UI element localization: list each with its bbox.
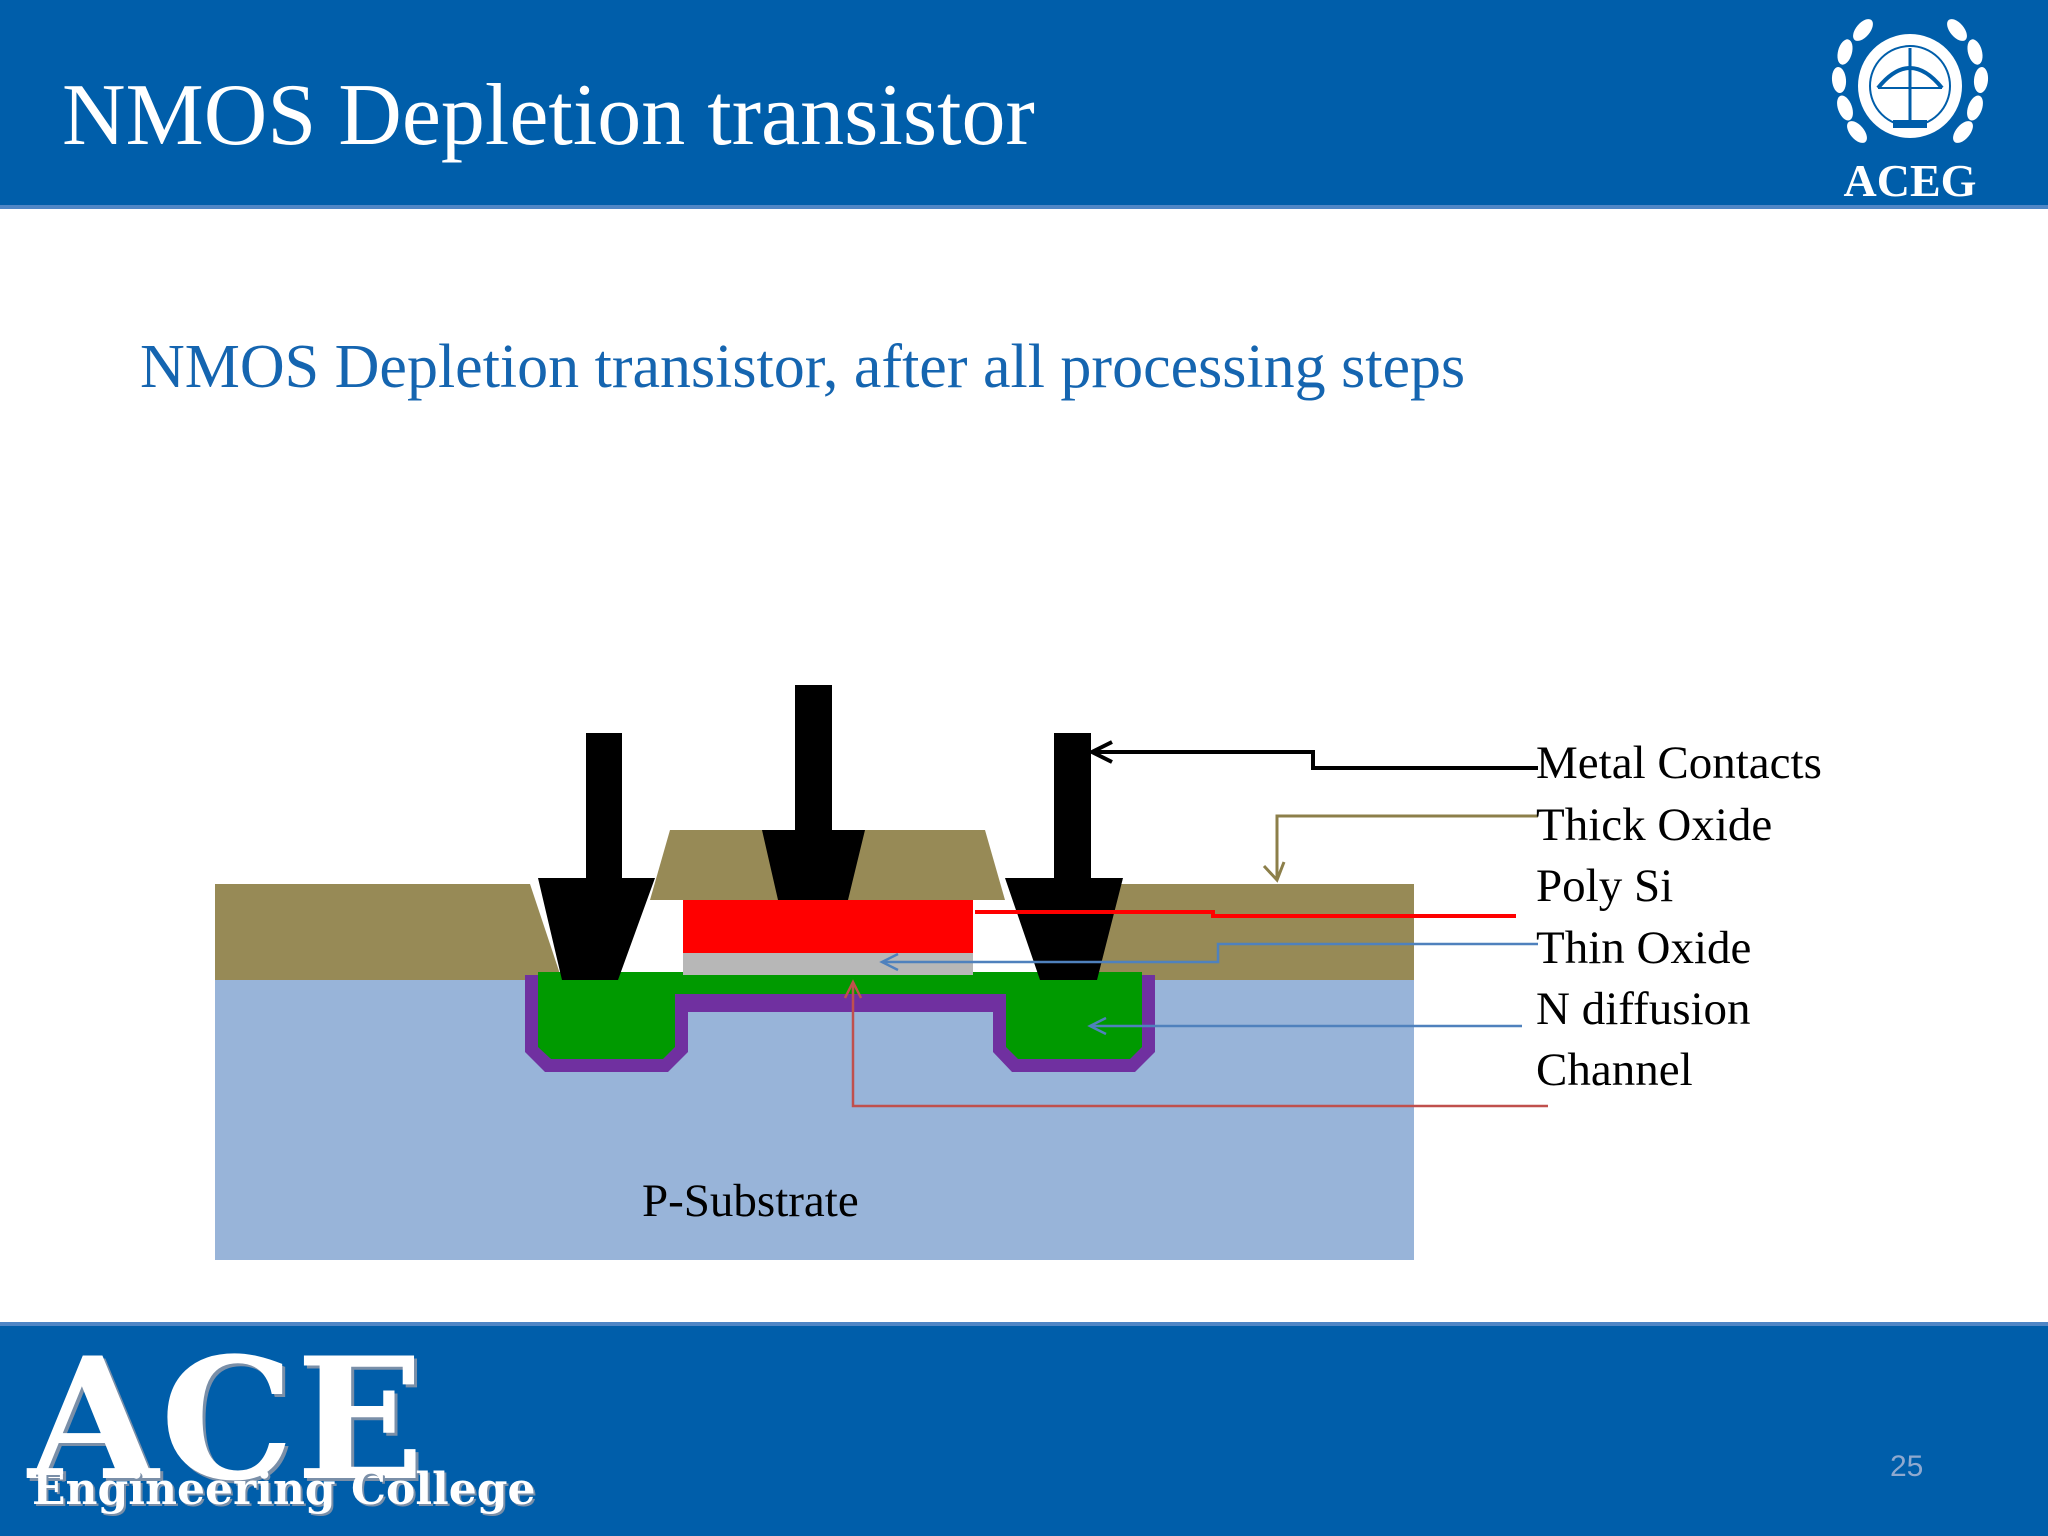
college-emblem-text: ACEG	[1843, 155, 1977, 206]
leader-metal-contacts	[1092, 750, 1538, 770]
metal-contact-left	[538, 733, 655, 980]
footer-divider	[0, 1322, 2048, 1326]
poly-si-gate	[683, 900, 973, 953]
thin-oxide-layer	[683, 953, 973, 975]
arrowhead-thick-oxide	[1262, 861, 1286, 883]
page-number: 25	[1890, 1450, 1924, 1483]
n-diffusion-right	[1006, 978, 1142, 1059]
footer-bar	[0, 1326, 2048, 1536]
leader-channel	[851, 982, 1548, 1108]
header-divider	[0, 205, 2048, 209]
n-diffusion-left	[538, 978, 675, 1059]
arrowhead-metal-contacts	[1087, 740, 1113, 764]
ace-brand-subtitle: Engineering College	[32, 1464, 536, 1515]
leader-poly-si	[975, 910, 1516, 918]
label-n-diffusion: N diffusion	[1536, 983, 1751, 1035]
label-poly-si: Poly Si	[1536, 860, 1674, 912]
arrowhead-n-diffusion	[1087, 1016, 1107, 1036]
college-emblem-logo	[1831, 19, 1989, 143]
label-metal-contacts: Metal Contacts	[1536, 737, 1822, 789]
label-p-substrate: P-Substrate	[642, 1175, 859, 1227]
channel-region	[525, 975, 1155, 1072]
label-thick-oxide: Thick Oxide	[1536, 799, 1773, 851]
slide-title: NMOS Depletion transistor	[62, 67, 1035, 164]
leader-thin-oxide	[882, 942, 1538, 964]
ace-brand-logo: ACE	[28, 1320, 427, 1518]
arrowhead-channel	[843, 979, 863, 999]
label-channel: Channel	[1536, 1044, 1693, 1096]
n-diffusion-surface	[538, 972, 1142, 994]
header-bar	[0, 0, 2048, 205]
slide-subtitle: NMOS Depletion transistor, after all pro…	[140, 333, 1466, 401]
metal-contact-gate	[762, 685, 865, 900]
leader-thick-oxide	[1275, 814, 1538, 878]
arrowhead-thin-oxide	[879, 952, 899, 972]
label-thin-oxide: Thin Oxide	[1536, 922, 1752, 974]
metal-contact-right	[1005, 733, 1123, 980]
